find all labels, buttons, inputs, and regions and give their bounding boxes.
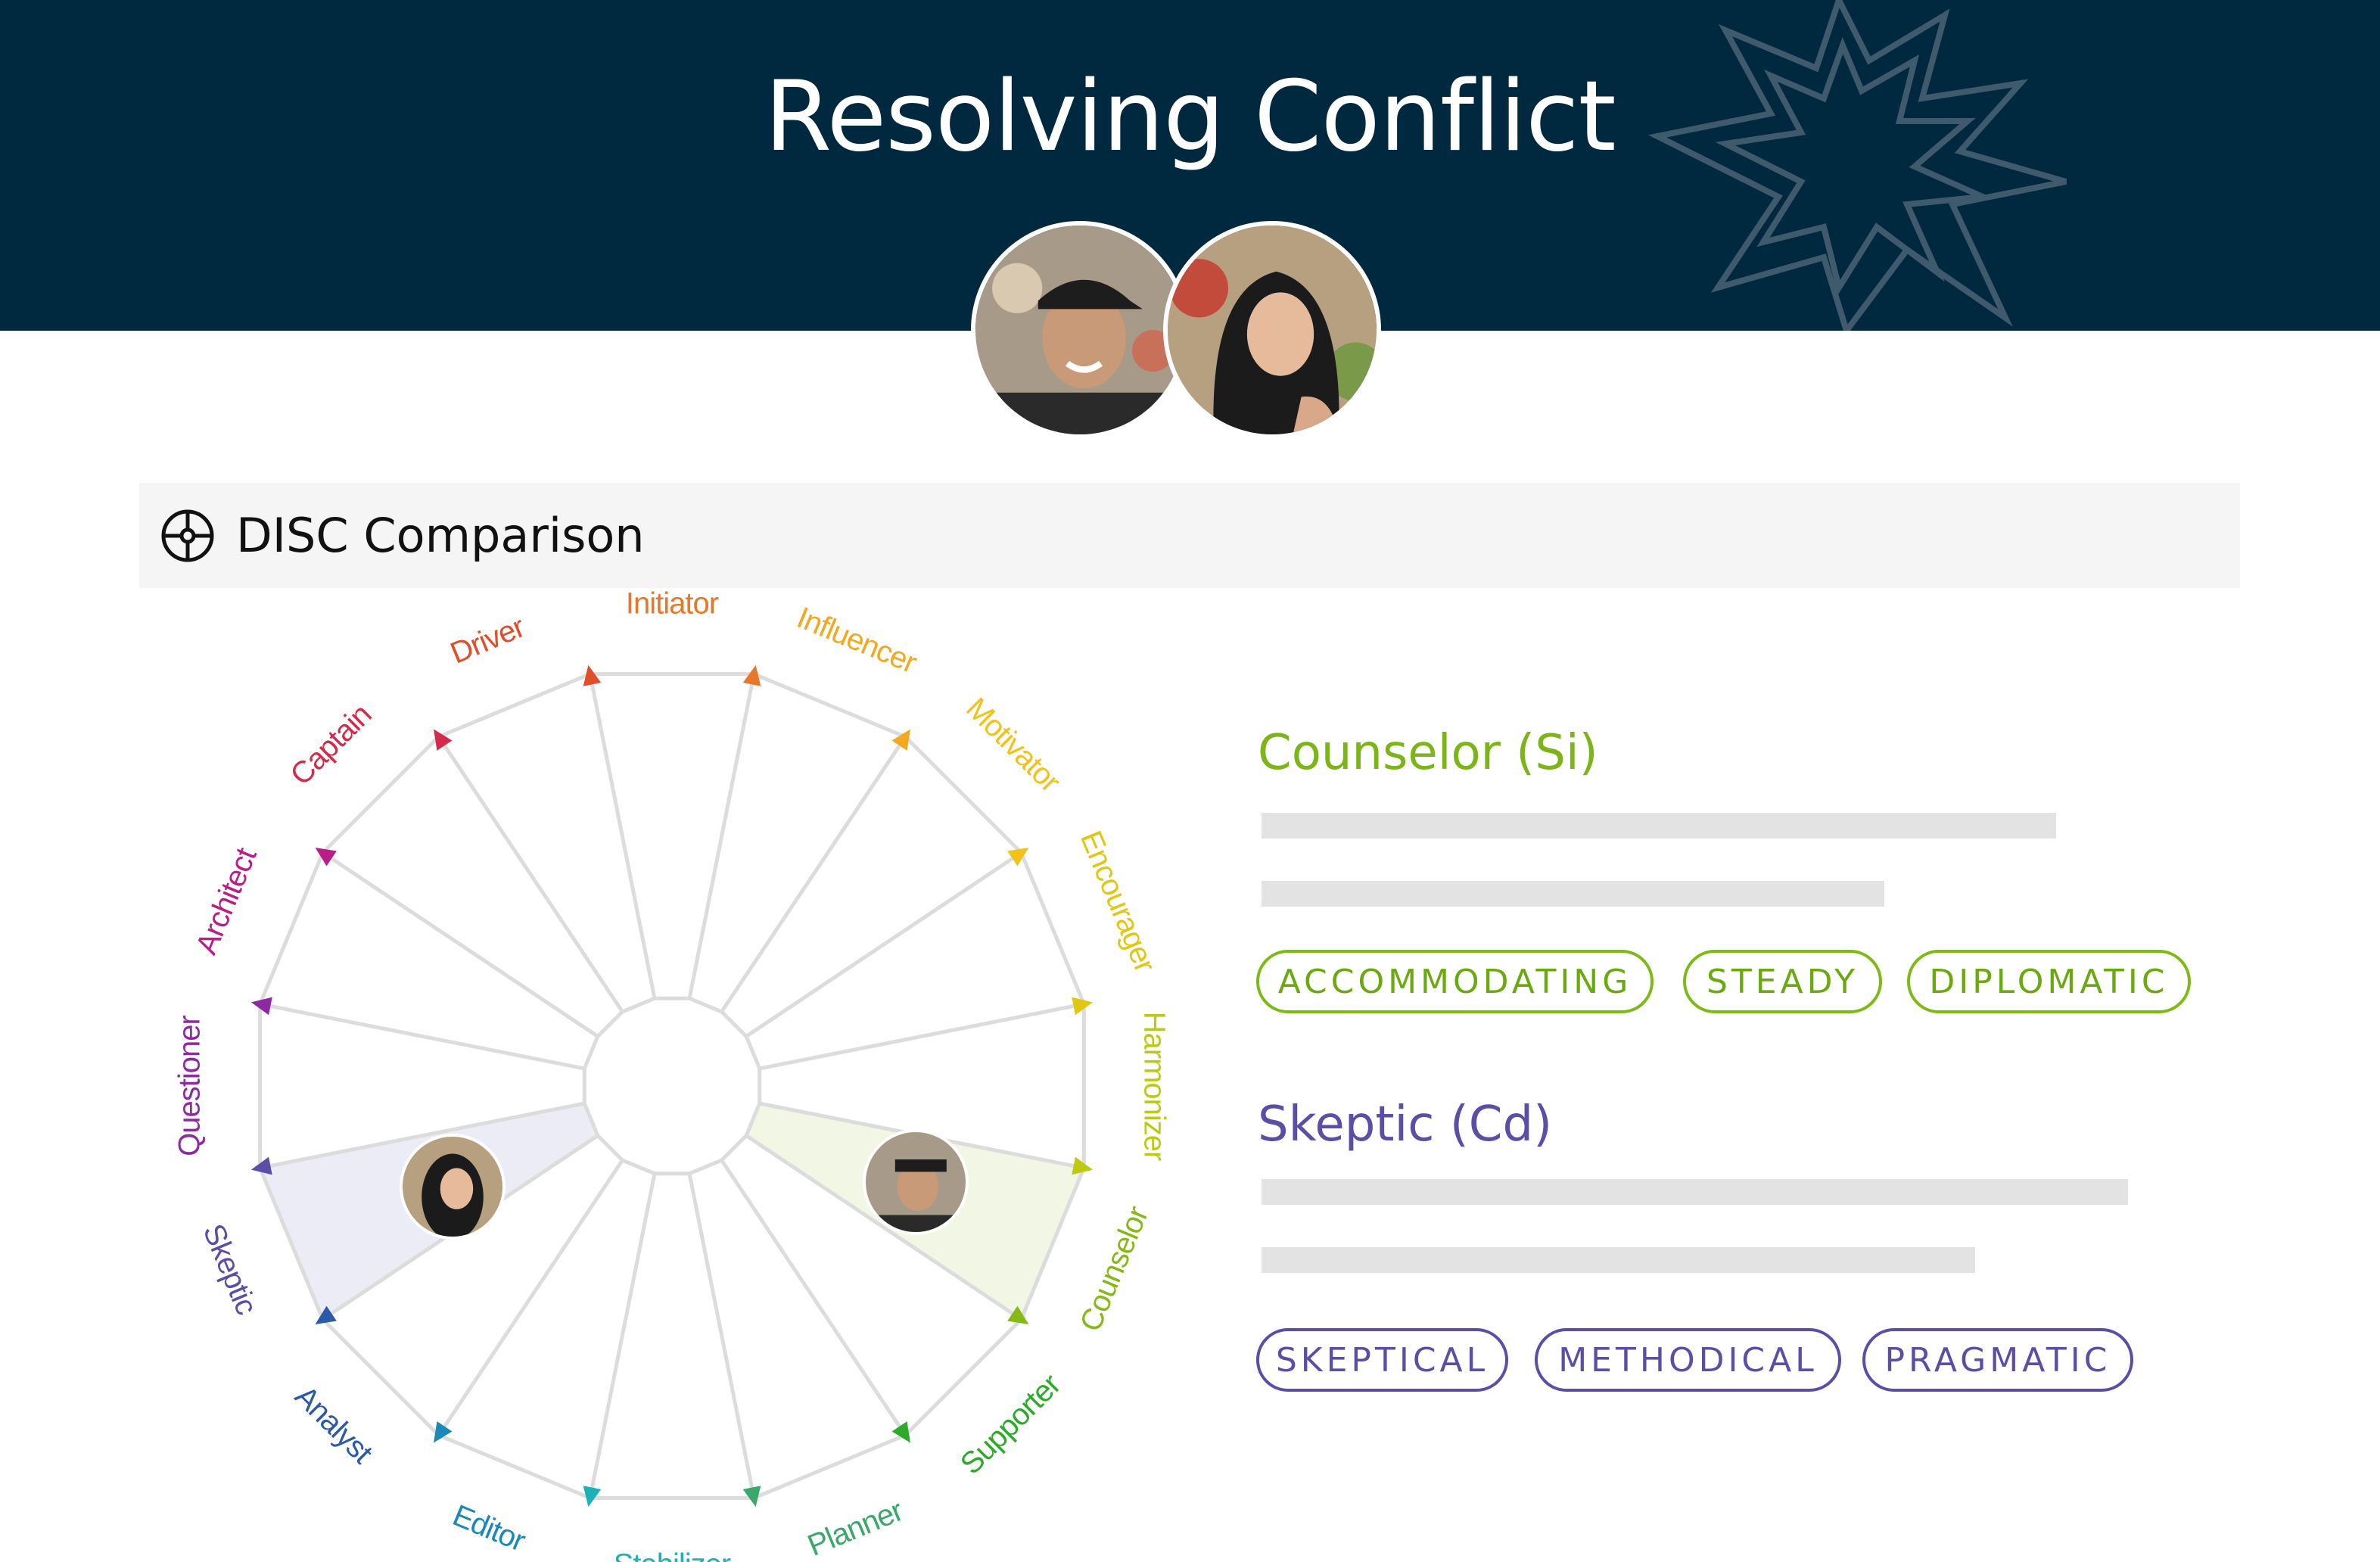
wheel-marker-icon	[583, 1486, 602, 1508]
wheel-label-motivator: Motivator	[960, 692, 1067, 799]
wheel-label-skeptic: Skeptic	[197, 1219, 263, 1319]
text-placeholder-line	[1262, 813, 2056, 839]
profile-title-counselor: Counselor (Si)	[1258, 725, 1598, 781]
wheel-marker-icon	[891, 1421, 911, 1443]
wheel-label-editor: Editor	[448, 1498, 530, 1558]
section-header: DISC Comparison	[139, 483, 2240, 588]
wheel-marker-icon	[250, 1156, 272, 1175]
wheel-spoke	[687, 674, 756, 999]
wheel-spoke	[322, 851, 599, 1038]
wheel-label-counselor: Counselor	[1074, 1202, 1155, 1336]
wheel-label-influencer: Influencer	[792, 601, 922, 680]
wheel-marker-icon	[433, 729, 453, 751]
wheel-marker-icon	[1007, 1305, 1029, 1325]
wheel-spoke	[437, 1159, 624, 1436]
wheel-label-stabilizer: Stabilizer	[614, 1548, 731, 1562]
tag-methodical: METHODICAL	[1535, 1328, 1841, 1392]
wheel-inner-ring	[582, 996, 762, 1176]
page-title: Resolving Conflict	[764, 61, 1616, 173]
wheel-spoke	[260, 1101, 585, 1170]
avatar-skeptic[interactable]	[1163, 221, 1381, 439]
wheel-label-questioner: Questioner	[173, 1015, 207, 1156]
tag-diplomatic: DIPLOMATIC	[1907, 950, 2191, 1013]
tag-pragmatic: PRAGMATIC	[1862, 1328, 2133, 1392]
wheel-label-encourager: Encourager	[1074, 826, 1162, 977]
wheel-label-analyst: Analyst	[288, 1380, 379, 1470]
section-title: DISC Comparison	[236, 508, 645, 563]
wheel-label-initiator: Initiator	[626, 587, 719, 621]
tag-steady: STEADY	[1683, 950, 1882, 1013]
wheel-spoke	[687, 1173, 756, 1498]
avatar-counselor[interactable]	[971, 221, 1189, 439]
wheel-marker-icon	[583, 664, 602, 686]
wheel-label-captain: Captain	[284, 698, 378, 792]
wheel-spoke	[745, 1134, 1022, 1321]
wheel-marker-icon	[1007, 847, 1029, 867]
tag-accommodating: ACCOMMODATING	[1256, 950, 1654, 1013]
wheel-spoke	[588, 674, 657, 999]
wheel-label-harmonizer: Harmonizer	[1137, 1012, 1171, 1161]
wheel-marker-icon	[1072, 1156, 1094, 1175]
avatar-counselor-small[interactable]	[863, 1129, 969, 1236]
profile-title-skeptic: Skeptic (Cd)	[1258, 1097, 1553, 1153]
wheel-spoke	[588, 1173, 657, 1498]
wheel-marker-icon	[315, 1305, 337, 1325]
wheel-spoke	[759, 1002, 1084, 1071]
tag-skeptical: SKEPTICAL	[1256, 1328, 1508, 1392]
wheel-label-driver: Driver	[446, 610, 529, 670]
crosshair-icon	[161, 509, 214, 562]
disc-wheel: Initiator InfluencerMotivatorEncouragerHa…	[173, 587, 1171, 1562]
wheel-marker-icon	[742, 1486, 761, 1508]
burst-star-icon	[1647, 0, 2067, 331]
man-portrait-icon	[975, 226, 1184, 434]
wheel-marker-icon	[891, 729, 911, 751]
wheel-marker-icon	[315, 847, 337, 867]
wheel-spoke	[260, 1002, 585, 1071]
wheel-marker-icon	[433, 1421, 453, 1443]
wheel-label-architect: Architect	[190, 843, 263, 959]
wheel-spoke	[437, 736, 624, 1013]
avatar-skeptic-small[interactable]	[400, 1134, 506, 1240]
text-placeholder-line	[1262, 881, 1884, 907]
text-placeholder-line	[1262, 1179, 2128, 1205]
wheel-spoke	[720, 1159, 907, 1436]
wheel-spoke	[745, 851, 1022, 1038]
text-placeholder-line	[1262, 1247, 1975, 1273]
woman-portrait-icon	[1168, 226, 1377, 434]
wheel-marker-icon	[250, 997, 272, 1016]
wheel-marker-icon	[742, 664, 761, 686]
wheel-marker-icon	[1072, 997, 1094, 1016]
wheel-label-supporter: Supporter	[954, 1368, 1067, 1480]
wheel-spoke	[720, 736, 907, 1013]
wheel-label-planner: Planner	[803, 1494, 907, 1562]
